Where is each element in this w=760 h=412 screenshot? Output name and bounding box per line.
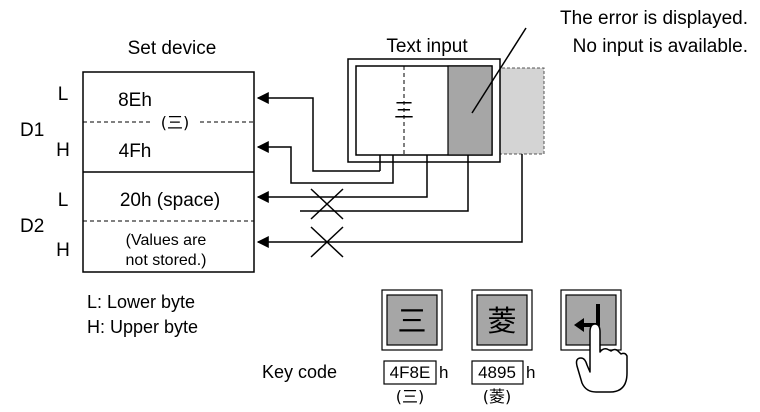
arrow-to-d2-low (256, 155, 428, 203)
key2-caption: (菱) (483, 387, 512, 406)
d2-low-byte-value: 20h (space) (120, 190, 220, 211)
d2-high-note-line2: not stored.) (126, 252, 207, 269)
d2-l-marker: L (58, 190, 69, 211)
d1-label: D1 (20, 120, 44, 141)
key1-code-suffix: h (439, 363, 448, 382)
key2-code-box (471, 360, 524, 385)
arrow-to-d1-high (256, 141, 394, 184)
d1-l-marker: L (58, 84, 69, 105)
key1-caption: (三) (396, 387, 425, 406)
arrow-to-d2-high (256, 154, 523, 248)
error-note-line2: No input is available. (573, 36, 748, 57)
error-callout-line (471, 27, 527, 114)
d2-high-note-line1: (Values are (126, 232, 207, 249)
legend-upper-byte: H: Upper byte (87, 317, 198, 337)
key-ryo-char: 菱 (487, 304, 516, 338)
overflow-char-cell (496, 67, 545, 155)
key1-code: 4F8E (390, 363, 431, 382)
d2-label: D2 (20, 216, 44, 237)
hand-pointer-icon (575, 323, 628, 393)
key-sanki[interactable]: 三 (381, 289, 443, 351)
set-device-title: Set device (128, 38, 217, 59)
d1-low-byte-value: 8Eh (118, 90, 152, 111)
text-input-char: 三 (394, 98, 414, 122)
blocked-line-1 (300, 155, 469, 212)
key2-code: 4895 (478, 363, 516, 382)
d1-high-byte-value: 4Fh (119, 141, 152, 162)
d2-h-marker: H (56, 240, 70, 261)
arrow-to-d1-low (256, 92, 380, 172)
d1-h-marker: H (56, 140, 70, 161)
error-note-line1: The error is displayed. (560, 8, 748, 29)
key-sanki-char: 三 (397, 304, 426, 338)
blocked-cross-1 (310, 188, 344, 220)
text-input-title: Text input (386, 36, 468, 57)
key1-code-box (383, 360, 437, 385)
key2-code-suffix: h (526, 363, 535, 382)
key-code-label: Key code (262, 362, 337, 382)
d1-divider-char: (三) (161, 113, 190, 132)
legend-lower-byte: L: Lower byte (87, 292, 195, 312)
key-ryo[interactable]: 菱 (471, 289, 533, 351)
blocked-cross-2 (310, 226, 344, 258)
error-char-cell (447, 65, 493, 156)
